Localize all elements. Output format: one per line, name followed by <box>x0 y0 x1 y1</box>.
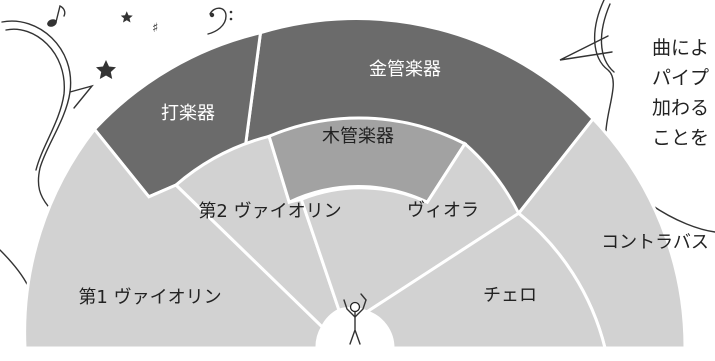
side-note-line: ことを <box>652 127 709 149</box>
label-brass: 金管楽器 <box>369 59 441 80</box>
side-note-line: パイプ <box>652 67 709 89</box>
conductor-icon <box>343 293 367 345</box>
right-sketch-bubble <box>559 0 715 233</box>
section-first-violin <box>23 126 325 350</box>
star-icon <box>120 11 133 23</box>
side-note-line: 曲によ <box>652 37 709 59</box>
left-sketch-bubble <box>0 20 94 287</box>
label-viola: ヴィオラ <box>407 200 479 221</box>
label-second-violin: 第2 ヴァイオリン <box>198 201 341 222</box>
label-cello: チェロ <box>483 285 537 306</box>
star-icon <box>96 60 116 79</box>
side-note-line: 加わる <box>652 97 709 119</box>
side-note: 曲によ パイプ 加わる ことを <box>652 37 709 149</box>
label-woodwinds: 木管楽器 <box>322 126 394 147</box>
label-contrabass: コントラバス <box>601 232 709 253</box>
label-first-violin: 第1 ヴァイオリン <box>78 287 221 308</box>
label-percussion: 打楽器 <box>161 103 215 124</box>
sharp-icon: ♯ <box>152 21 158 36</box>
eighth-note-icon <box>47 4 66 27</box>
bass-clef-icon <box>207 7 233 35</box>
